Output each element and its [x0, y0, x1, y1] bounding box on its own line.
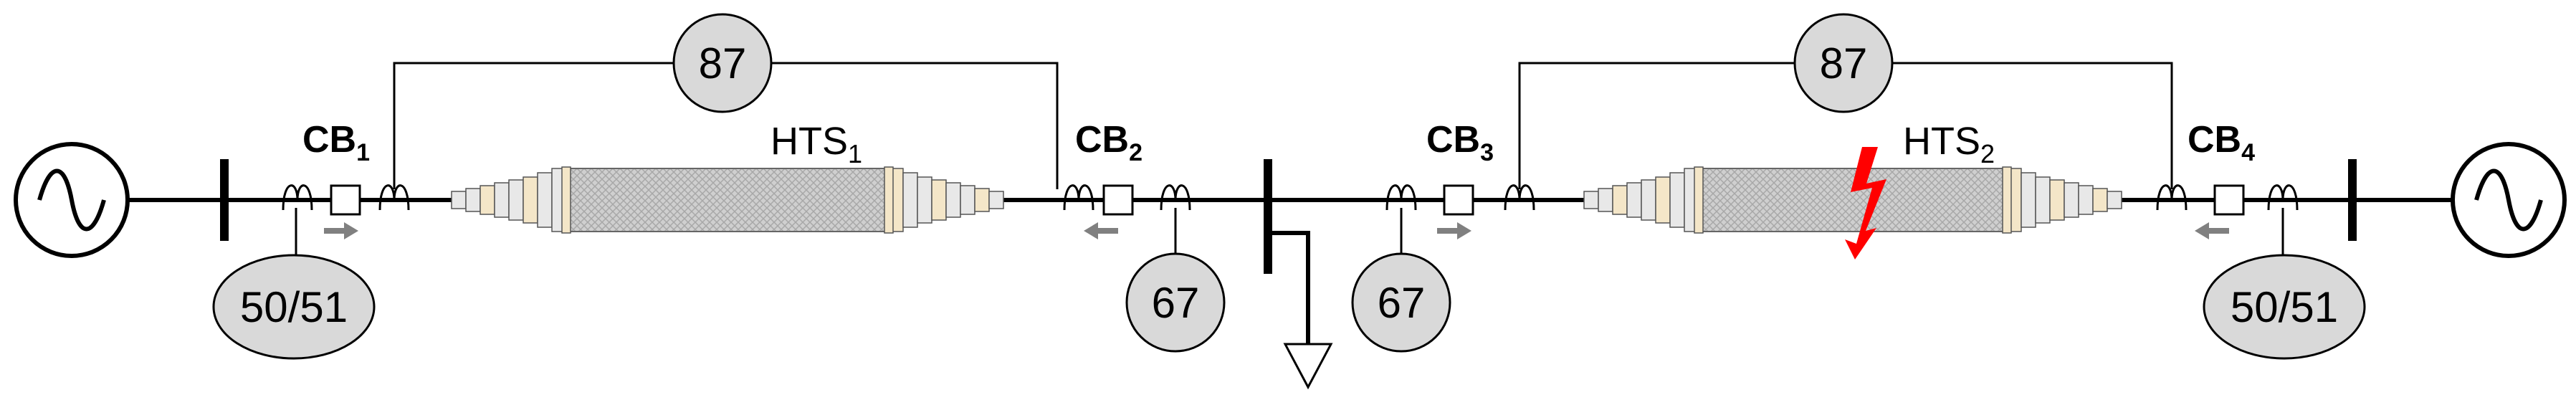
termination-segment [988, 191, 1004, 209]
termination-segment [2078, 185, 2094, 215]
breaker-label-4: CB4 [2188, 119, 2255, 166]
breaker-label-1: CB1 [302, 119, 370, 166]
directional-relay-right: 67 [1351, 252, 1451, 353]
svg-text:87: 87 [699, 39, 747, 87]
termination-band [1694, 166, 1704, 234]
termination-segment [537, 172, 553, 228]
termination-segment [931, 179, 947, 221]
termination-segment [508, 179, 524, 221]
bus-right [2348, 159, 2357, 241]
breaker-2 [1102, 184, 1134, 216]
termination-band [561, 166, 571, 234]
termination-segment [451, 191, 467, 209]
ct-2b [1160, 184, 1191, 211]
termination-segment [2107, 191, 2122, 209]
termination-segment [1669, 172, 1685, 228]
termination-segment [465, 188, 481, 212]
termination-segment [523, 176, 538, 224]
hts-cable-1 [451, 166, 1004, 234]
termination-segment [1612, 185, 1628, 215]
termination-segment [2092, 188, 2108, 212]
ct-4b [2267, 184, 2299, 211]
termination-segment [902, 172, 918, 228]
breaker-3 [1443, 184, 1474, 216]
hts-label-1: HTS1 [771, 120, 862, 168]
ct-2a [1063, 184, 1094, 211]
breaker-label-2: CB2 [1075, 119, 1142, 166]
ct-1a [282, 184, 313, 211]
termination-segment [945, 182, 961, 218]
termination-segment [2064, 182, 2079, 218]
termination-segment [2035, 176, 2051, 224]
ac-source-icon [14, 142, 130, 258]
breaker-1 [330, 184, 361, 216]
differential-relay-1: 87 [672, 13, 773, 113]
termination-segment [494, 182, 510, 218]
svg-text:87: 87 [1820, 39, 1868, 87]
ground-feeder [1268, 231, 1310, 344]
direction-arrow-left [2195, 222, 2229, 239]
svg-text:50/51: 50/51 [2231, 283, 2338, 331]
termination-segment [1583, 191, 1599, 209]
ct-1b [378, 184, 410, 211]
svg-text:67: 67 [1378, 279, 1426, 327]
directional-relay-left: 67 [1125, 252, 1226, 353]
termination-segment [960, 185, 975, 215]
termination-segment [1655, 176, 1671, 224]
breaker-4 [2213, 184, 2245, 216]
direction-arrow-right [1437, 222, 1471, 239]
termination-band [884, 166, 894, 234]
termination-band [2002, 166, 2012, 234]
hts-cable-2 [1583, 166, 2122, 234]
direction-arrow-left [1084, 222, 1118, 239]
overcurrent-relay-right: 50/51 [2203, 254, 2366, 360]
ct-3b [1504, 184, 1535, 211]
differential-relay-2: 87 [1793, 13, 1894, 113]
svg-text:50/51: 50/51 [240, 283, 348, 331]
termination-segment [2021, 172, 2036, 228]
bus-left [220, 159, 229, 241]
termination-segment [974, 188, 990, 212]
termination-segment [2049, 179, 2065, 221]
hts-label-2: HTS2 [1903, 120, 1995, 168]
termination-segment [917, 176, 932, 224]
svg-text:67: 67 [1152, 279, 1200, 327]
breaker-label-3: CB3 [1426, 119, 1494, 166]
termination-segment [1641, 179, 1656, 221]
ground-icon [1283, 343, 1333, 390]
bus-middle [1264, 159, 1272, 274]
ac-source-icon [2451, 142, 2567, 258]
termination-segment [1626, 182, 1642, 218]
ct-4a [2156, 184, 2188, 211]
overcurrent-relay-left: 50/51 [212, 254, 376, 360]
direction-arrow-right [324, 222, 358, 239]
termination-segment [480, 185, 495, 215]
termination-segment [1598, 188, 1613, 212]
fault-lightning-icon [1845, 147, 1886, 259]
cable-core [1698, 168, 2008, 232]
ct-3a [1385, 184, 1417, 211]
cable-core [566, 168, 889, 232]
